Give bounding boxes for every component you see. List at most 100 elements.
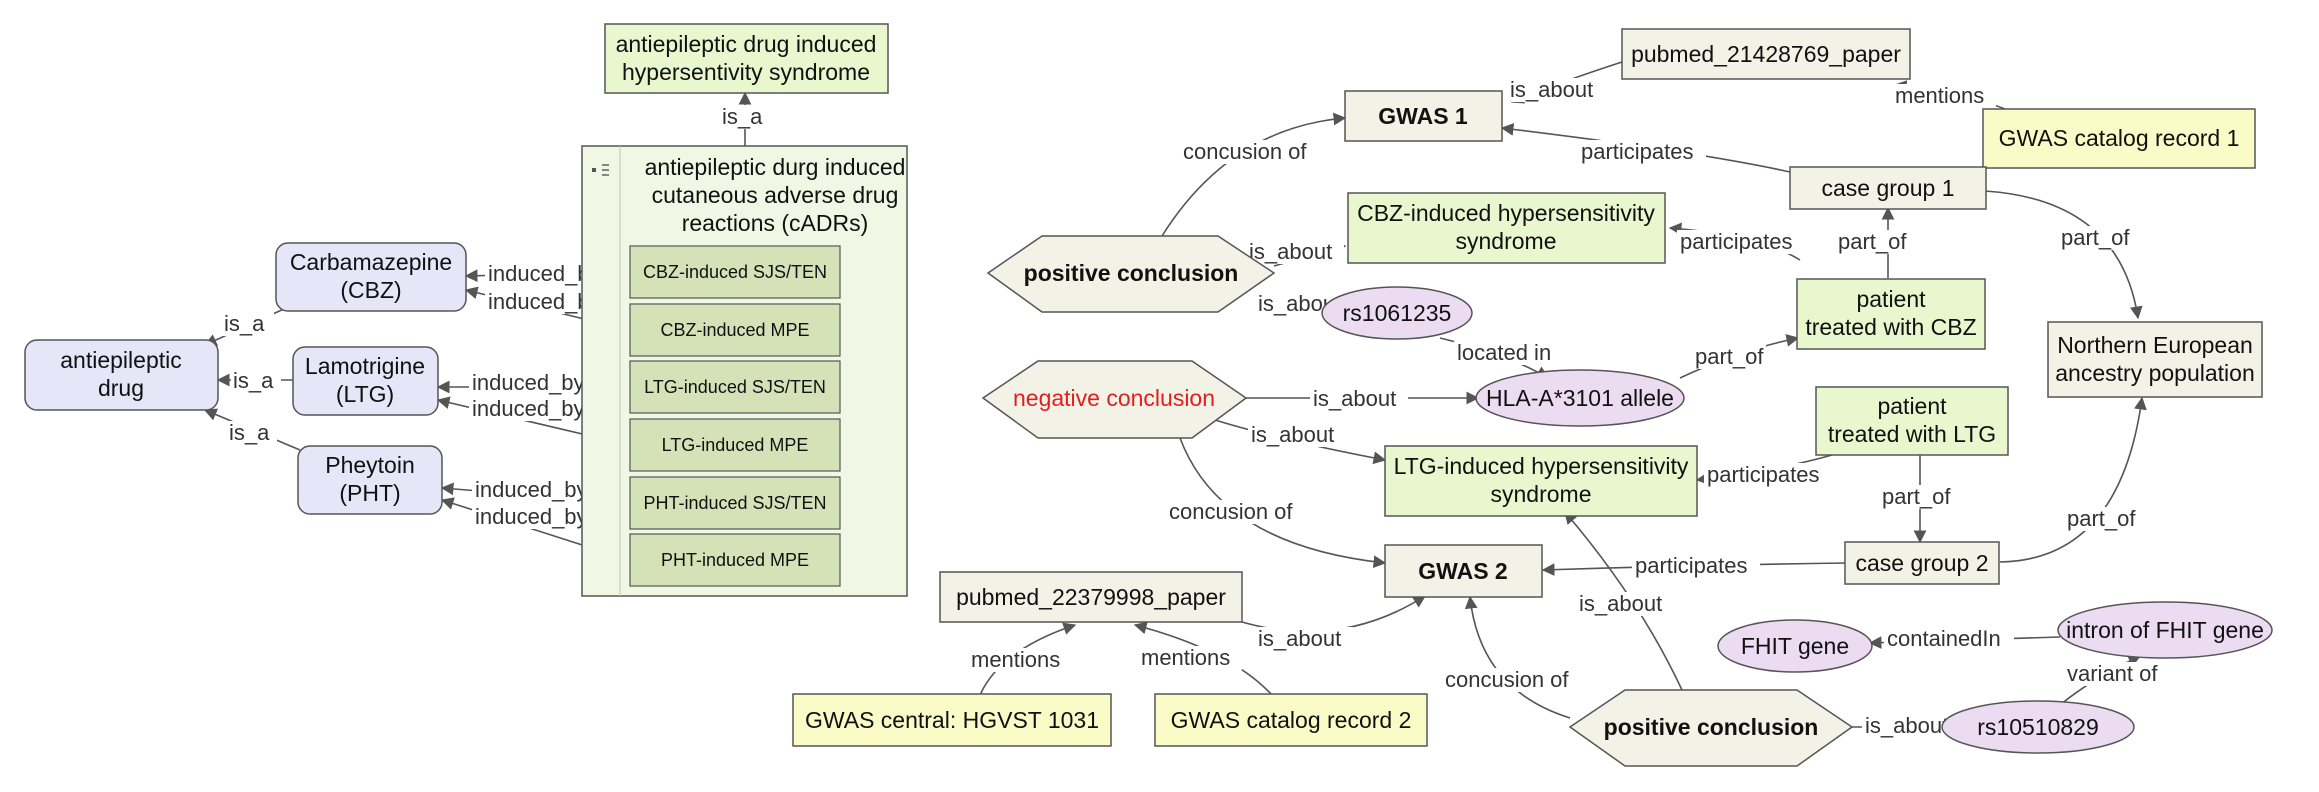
edge-case1-part-of-neap xyxy=(1984,190,2143,320)
node-positive-conclusion-1[interactable]: positive conclusion xyxy=(986,235,1276,313)
node-box xyxy=(1789,166,1987,210)
node-case-group-1[interactable]: case group 1 xyxy=(1789,166,1987,210)
label-bg xyxy=(1508,78,1606,102)
node-label-line: (LTG) xyxy=(336,381,394,407)
edge-label-is-about: is_about xyxy=(1865,713,1948,738)
edge-label-is-about: is_about xyxy=(1258,626,1341,651)
group-title-line: reactions (cADRs) xyxy=(682,210,869,236)
edge-label-is-a: is_a xyxy=(722,104,763,129)
edge-label-part-of: part_of xyxy=(2067,506,2136,531)
edge-label-part-of: part_of xyxy=(1882,484,1951,509)
label-bg xyxy=(1180,140,1324,164)
edge-label-induced-by: induced_by xyxy=(472,396,585,421)
node-patient-ltg[interactable]: patient treated with LTG xyxy=(1815,386,2009,456)
edge-label-concusion-of: concusion of xyxy=(1169,499,1293,524)
node-label: HLA-A*3101 allele xyxy=(1486,385,1674,411)
node-label-line: patient xyxy=(1877,393,1947,419)
node-pht-sjs-ten[interactable]: PHT-induced SJS/TEN xyxy=(629,476,841,530)
node-label-line: antiepileptic drug induced xyxy=(616,31,877,57)
node-cbz-mpe[interactable]: CBZ-induced MPE xyxy=(629,303,841,357)
label-bg xyxy=(1166,500,1310,524)
node-carbamazepine[interactable]: Carbamazepine (CBZ) xyxy=(275,242,467,312)
edge-label-participates: participates xyxy=(1581,139,1694,164)
node-cbz-hypersensitivity[interactable]: CBZ-induced hypersensitivity syndrome xyxy=(1347,192,1666,264)
node-box xyxy=(629,476,841,530)
node-label-line: Carbamazepine xyxy=(290,249,452,275)
node-label: pubmed_22379998_paper xyxy=(956,584,1226,610)
node-gwas-central[interactable]: GWAS central: HGVST 1031 xyxy=(792,693,1112,747)
node-ltg-hypersensitivity[interactable]: LTG-induced hypersensitivity syndrome xyxy=(1384,445,1698,517)
edge-labels: is_a is_a is_a induced_by induced_by ind… xyxy=(222,77,2174,738)
label-bg xyxy=(231,369,281,393)
node-ellipse xyxy=(2057,601,2273,659)
node-gwas-catalog-1[interactable]: GWAS catalog record 1 xyxy=(1982,108,2256,169)
edge-label-is-a: is_a xyxy=(224,311,265,336)
node-label: CBZ-induced MPE xyxy=(660,320,809,340)
node-gwas2[interactable]: GWAS 2 xyxy=(1384,544,1543,598)
node-gwas1[interactable]: GWAS 1 xyxy=(1344,90,1503,142)
node-patient-cbz[interactable]: patient treated with CBZ xyxy=(1796,278,1986,350)
node-hla-allele[interactable]: HLA-A*3101 allele xyxy=(1475,369,1685,427)
label-bg xyxy=(2064,507,2138,531)
edge-label-induced-by: induced_by xyxy=(475,504,588,529)
node-label: LTG-induced MPE xyxy=(662,435,809,455)
node-pubmed1[interactable]: pubmed_21428769_paper xyxy=(1621,28,1911,80)
node-northern-european[interactable]: Northern European ancestry population xyxy=(2047,321,2263,398)
edge-label-variant-of: variant of xyxy=(2067,661,2158,686)
edge-label-participates: participates xyxy=(1635,553,1748,578)
node-hexagon xyxy=(1568,689,1854,767)
node-box xyxy=(629,303,841,357)
edge-label-concusion-of: concusion of xyxy=(1183,139,1307,164)
label-bg xyxy=(1884,627,2014,651)
node-pheytoin[interactable]: Pheytoin (PHT) xyxy=(297,445,443,515)
edge-label-concusion-of: concusion of xyxy=(1445,667,1569,692)
node-fhit-gene[interactable]: FHIT gene xyxy=(1717,619,1873,673)
node-label-line: Pheytoin xyxy=(325,452,415,478)
node-pht-mpe[interactable]: PHT-induced MPE xyxy=(629,533,841,587)
label-bg xyxy=(469,371,597,395)
node-box xyxy=(629,418,841,472)
node-rs10510829[interactable]: rs10510829 xyxy=(1941,700,2135,754)
node-positive-conclusion-2[interactable]: positive conclusion xyxy=(1568,689,1854,767)
node-label: GWAS central: HGVST 1031 xyxy=(805,707,1099,733)
node-label: positive conclusion xyxy=(1604,714,1819,740)
edge-label-part-of: part_of xyxy=(2061,225,2130,250)
node-box xyxy=(1796,278,1986,350)
node-box xyxy=(1384,445,1698,517)
node-label-line: patient xyxy=(1856,286,1926,312)
node-gwas-catalog-2[interactable]: GWAS catalog record 2 xyxy=(1154,693,1428,747)
label-bg xyxy=(1692,345,1766,369)
collapse-icon[interactable] xyxy=(592,164,609,176)
node-box xyxy=(297,445,443,515)
node-rs1061235[interactable]: rs1061235 xyxy=(1321,286,1473,340)
node-ellipse xyxy=(1321,286,1473,340)
label-bg xyxy=(1704,463,1832,487)
edge-label-induced-by: induced_by xyxy=(472,370,585,395)
node-label-line: CBZ-induced hypersensitivity xyxy=(1357,200,1655,226)
node-case-group-2[interactable]: case group 2 xyxy=(1844,541,2000,585)
label-bg xyxy=(720,105,770,129)
node-label: rs1061235 xyxy=(1343,300,1452,326)
node-box xyxy=(1815,386,2009,456)
label-bg xyxy=(1892,84,1996,108)
label-bg xyxy=(968,648,1072,672)
node-cbz-sjs-ten[interactable]: CBZ-induced SJS/TEN xyxy=(629,245,841,299)
node-label-line: syndrome xyxy=(1456,228,1557,254)
node-lamotrigine[interactable]: Lamotrigine (LTG) xyxy=(292,346,439,416)
node-negative-conclusion[interactable]: negative conclusion xyxy=(981,360,1248,439)
edge-label-induced-by: induced_by xyxy=(475,477,588,502)
node-ltg-sjs-ten[interactable]: LTG-induced SJS/TEN xyxy=(629,360,841,414)
node-label-line: hypersentivity syndrome xyxy=(622,59,870,85)
node-box xyxy=(1384,544,1543,598)
edge-label-mentions: mentions xyxy=(1895,83,1984,108)
node-pubmed2[interactable]: pubmed_22379998_paper xyxy=(939,571,1243,623)
edge-label-part-of: part_of xyxy=(1695,344,1764,369)
node-intron-fhit[interactable]: intron of FHIT gene xyxy=(2057,601,2273,659)
edge-label-mentions: mentions xyxy=(971,647,1060,672)
node-antiepileptic-drug[interactable]: antiepileptic drug xyxy=(24,339,219,411)
edge-label-is-about: is_about xyxy=(1249,239,1332,264)
label-bg xyxy=(1255,627,1353,651)
node-ltg-mpe[interactable]: LTG-induced MPE xyxy=(629,418,841,472)
node-aed-hypersensitivity[interactable]: antiepileptic drug induced hypersentivit… xyxy=(604,23,889,94)
